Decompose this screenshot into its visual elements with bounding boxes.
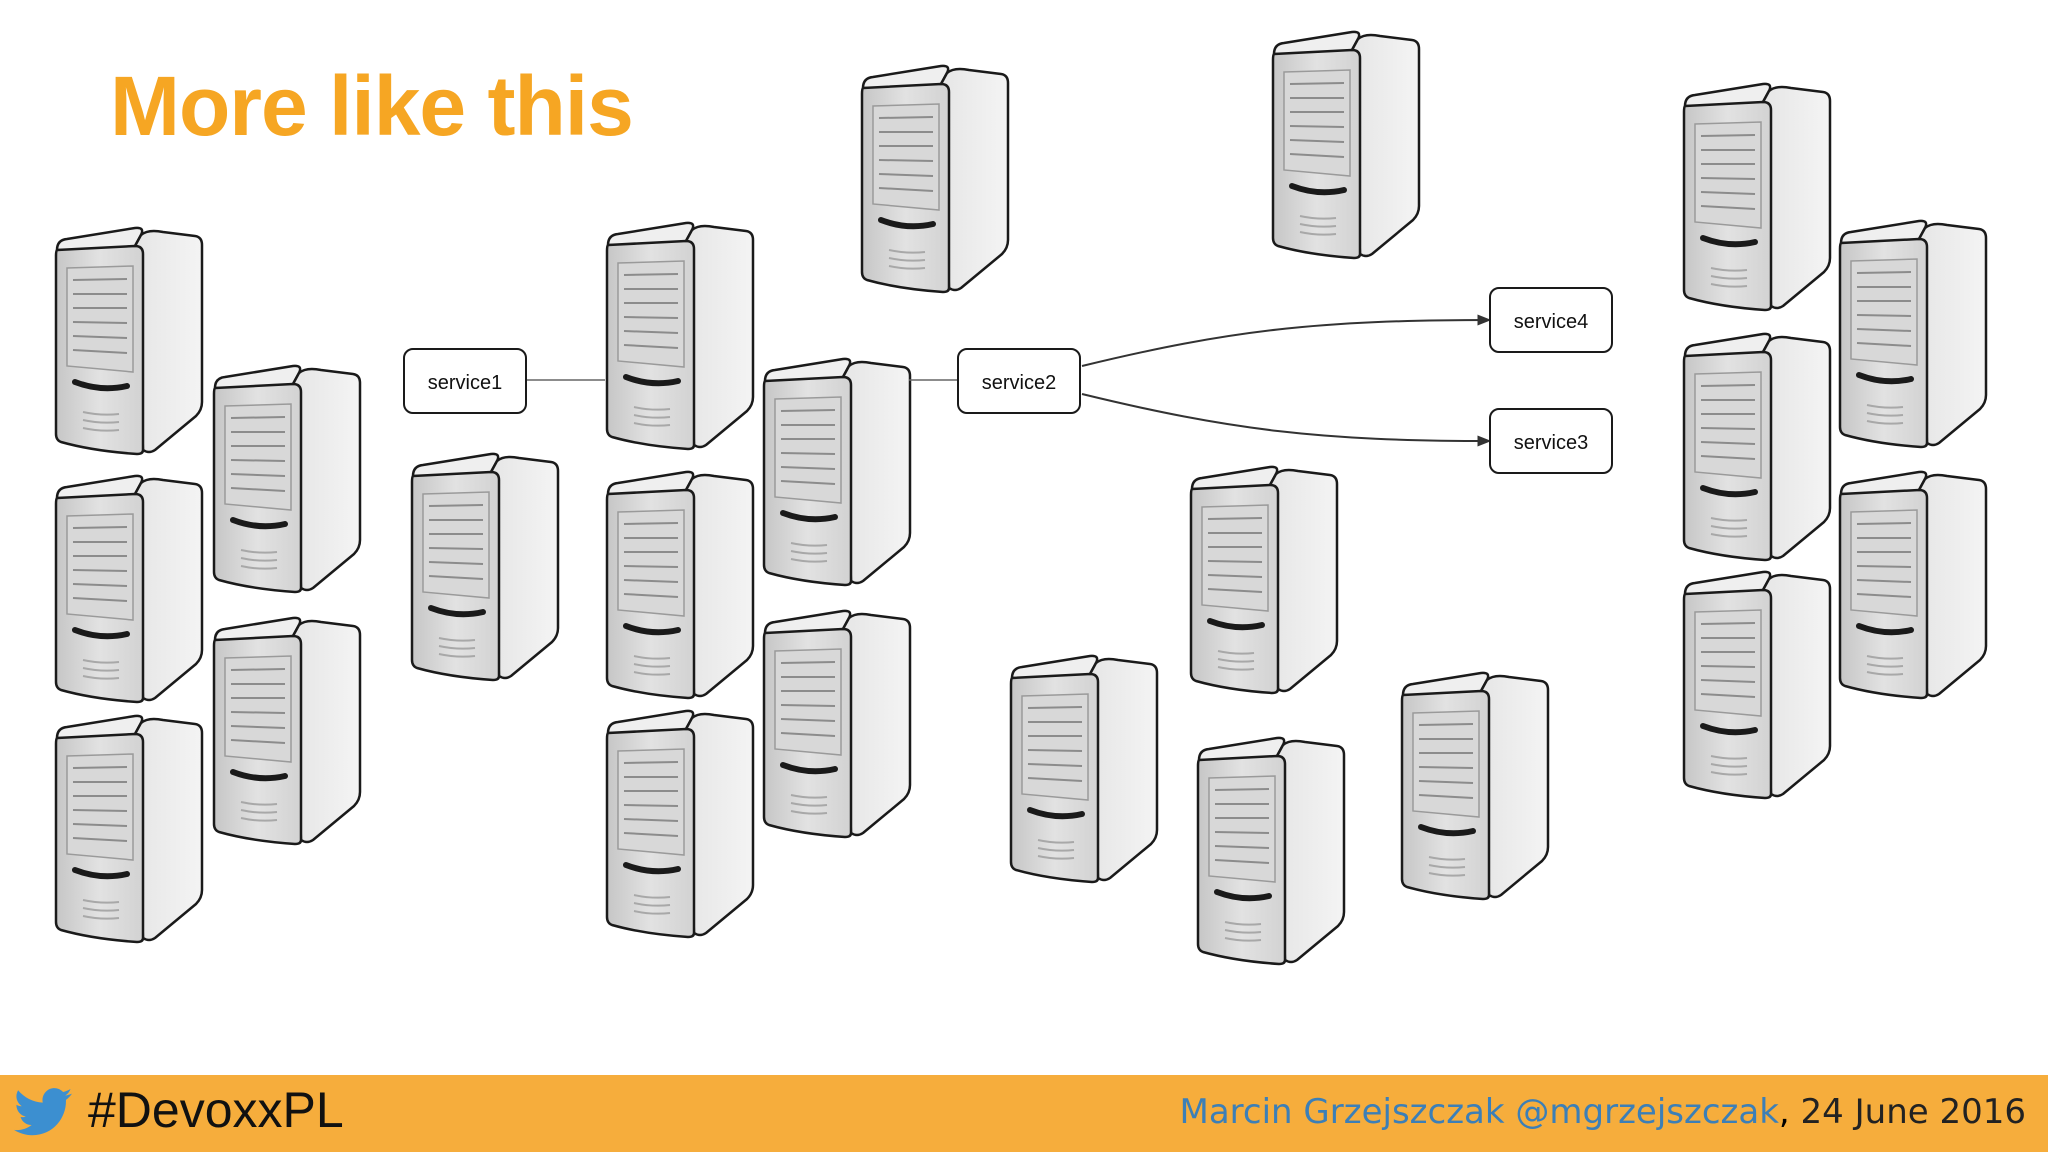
server-icon <box>1011 656 1157 882</box>
server-icon <box>214 618 360 844</box>
speaker-credit: Marcin Grzejszczak @mgrzejszczak, 24 Jun… <box>1180 1092 2026 1132</box>
event-date: 24 June 2016 <box>1800 1092 2026 1132</box>
connector-arrow <box>1081 393 1492 447</box>
connector-arrow <box>1081 314 1492 367</box>
service-box-service4: service4 <box>1489 287 1613 353</box>
server-icon <box>1684 84 1830 310</box>
service-box-service2: service2 <box>957 348 1081 414</box>
event-hashtag: #DevoxxPL <box>88 1082 344 1138</box>
service-box-service3: service3 <box>1489 408 1613 474</box>
server-icon <box>862 66 1008 292</box>
server-icon <box>764 359 910 585</box>
server-icon <box>412 454 558 680</box>
server-icon <box>1402 673 1548 899</box>
server-icon <box>214 366 360 592</box>
server-icon <box>56 716 202 942</box>
architecture-diagram: service1 service2 service4 service3 <box>0 0 2048 1075</box>
service-label: service1 <box>428 372 502 394</box>
server-icon <box>1684 572 1830 798</box>
service-box-service1: service1 <box>403 348 527 414</box>
service-label: service4 <box>1514 311 1588 333</box>
server-icon <box>1191 467 1337 693</box>
server-icon <box>607 711 753 937</box>
twitter-handle: @mgrzejszczak <box>1515 1092 1779 1132</box>
server-icon <box>607 472 753 698</box>
footer-bar: #DevoxxPL Marcin Grzejszczak @mgrzejszcz… <box>0 1075 2048 1152</box>
server-icon <box>56 476 202 702</box>
service-label: service2 <box>982 372 1056 394</box>
author-name: Marcin Grzejszczak <box>1179 1092 1505 1132</box>
credit-separator: , <box>1778 1092 1790 1132</box>
server-icon <box>607 223 753 449</box>
server-icon <box>1198 738 1344 964</box>
service-label: service3 <box>1514 432 1588 454</box>
slide-title: More like this <box>110 59 634 153</box>
server-icon <box>1840 472 1986 698</box>
twitter-bird-icon <box>14 1088 72 1136</box>
server-icon <box>1273 32 1419 258</box>
server-icon <box>56 228 202 454</box>
server-icon <box>764 611 910 837</box>
server-icon <box>1840 221 1986 447</box>
server-icon <box>1684 334 1830 560</box>
